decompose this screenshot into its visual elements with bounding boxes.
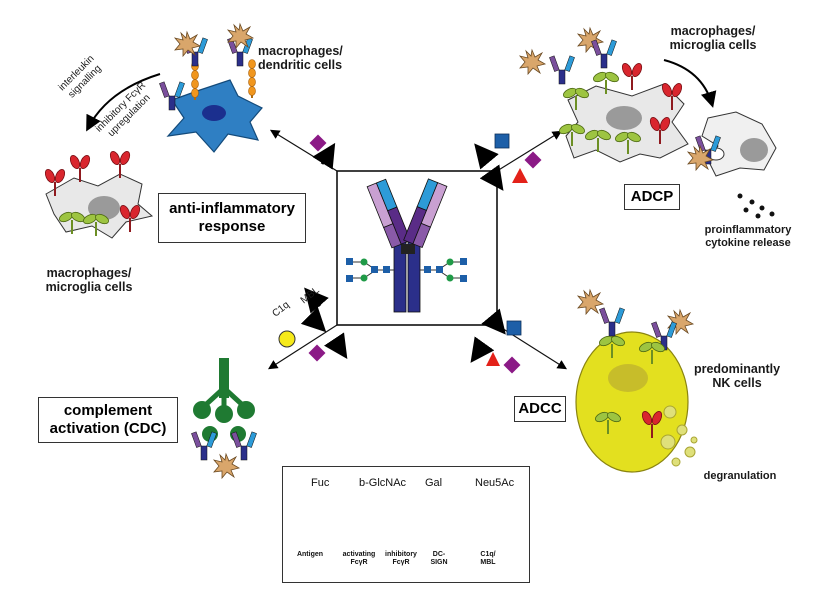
macrophage-adcp bbox=[519, 27, 689, 163]
legend-dcsign: DC- SIGN bbox=[430, 551, 448, 566]
neu5ac-icon bbox=[309, 134, 327, 152]
label-anti-inflammatory: anti-inflammatory response bbox=[158, 193, 306, 243]
igg-antibody bbox=[346, 178, 467, 313]
gal-icon bbox=[278, 330, 296, 348]
legend-neu5ac: Neu5Ac bbox=[475, 477, 515, 489]
fuc-icon bbox=[512, 168, 528, 183]
label-adcc: ADCC bbox=[514, 396, 566, 422]
label-proinflammatory: proinflammatory cytokine release bbox=[704, 224, 792, 249]
label-complement: complement activation (CDC) bbox=[38, 397, 178, 443]
microglia-cell bbox=[687, 111, 777, 219]
legend-inhibitory: inhibitory FcγR bbox=[385, 551, 417, 566]
neu5ac-icon bbox=[503, 356, 521, 374]
nk-cell bbox=[575, 289, 698, 473]
glcnac-icon bbox=[494, 133, 510, 149]
label-macrophages-dendritic: macrophages/ dendritic cells bbox=[258, 44, 343, 73]
legend-fuc: Fuc bbox=[311, 477, 330, 489]
complement-c1q bbox=[191, 358, 257, 479]
label-degranulation: degranulation bbox=[703, 470, 777, 482]
dendritic-cell bbox=[159, 23, 263, 153]
label-adcp: ADCP bbox=[624, 184, 680, 210]
legend-c1q-mbl: C1q/ MBL bbox=[480, 551, 496, 566]
neu5ac-icon bbox=[308, 344, 326, 362]
label-nk-cells: predominantly NK cells bbox=[693, 362, 781, 391]
legend-antigen: Antigen bbox=[296, 551, 324, 558]
macrophage-left bbox=[42, 148, 154, 239]
legend-activating: activating FcγR bbox=[342, 551, 376, 566]
label-macrophages-microglia-top: macrophages/ microglia cells bbox=[669, 24, 757, 53]
glcnac-icon bbox=[506, 320, 522, 336]
legend-gal: Gal bbox=[425, 477, 443, 489]
fuc-icon bbox=[486, 352, 500, 366]
label-macrophages-microglia-left: macrophages/ microglia cells bbox=[45, 266, 133, 295]
legend-box: Fuc b-GlcNAc Gal Neu5Ac Antigen activati… bbox=[282, 466, 530, 583]
neu5ac-icon bbox=[524, 151, 542, 169]
legend-glcnac: b-GlcNAc bbox=[359, 477, 407, 489]
